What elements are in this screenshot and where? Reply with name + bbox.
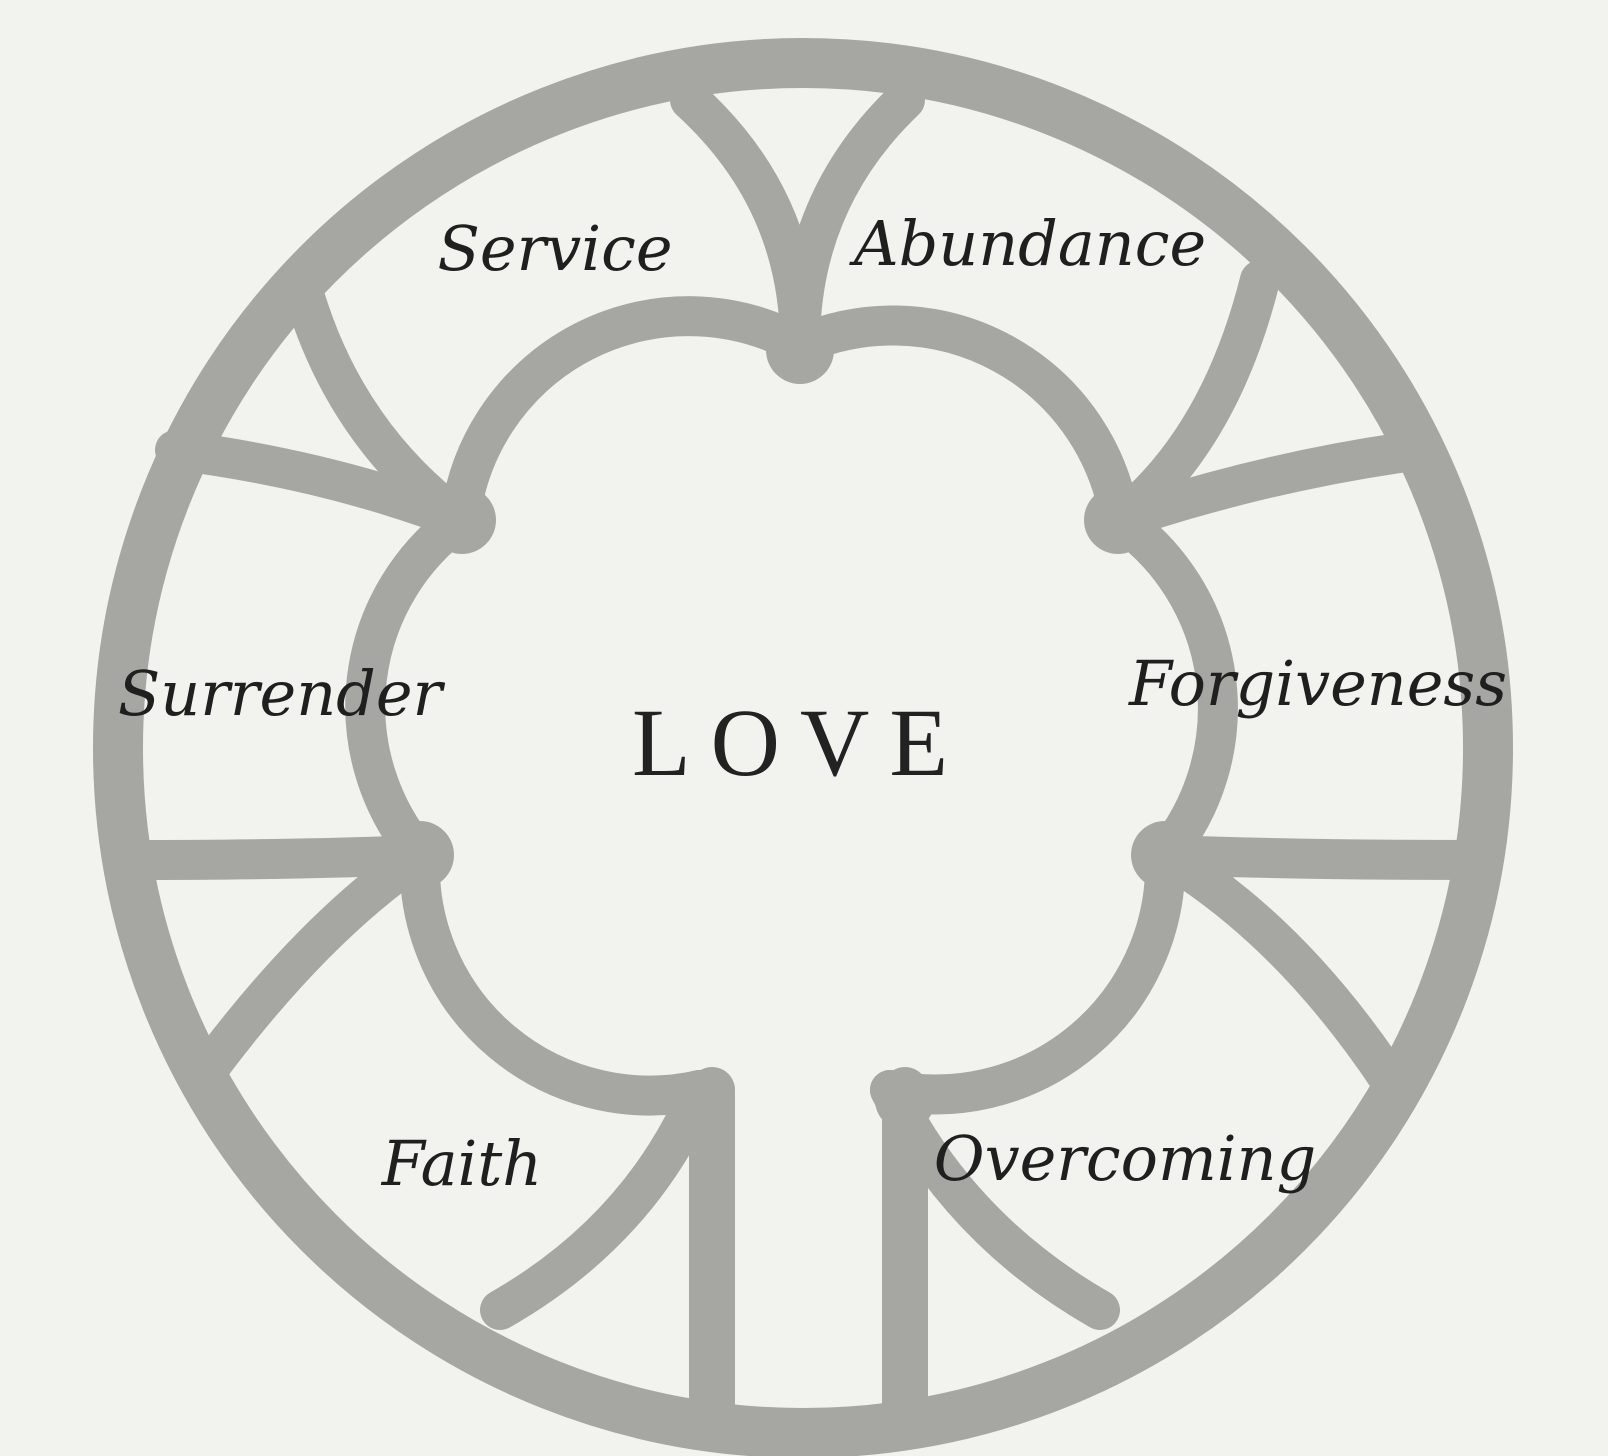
petal-label-forgiveness: Forgiveness <box>1128 647 1507 720</box>
spoke-bottom-left <box>480 1070 720 1330</box>
spoke-upper-left <box>155 260 480 540</box>
petal-label-overcoming: Overcoming <box>934 1122 1316 1195</box>
outer-ring <box>93 38 1513 1456</box>
cusp-knob-bottom-right <box>875 1070 935 1130</box>
petal-label-abundance: Abundance <box>849 207 1206 280</box>
petal-label-service: Service <box>437 212 672 285</box>
spoke-lower-right <box>1145 835 1490 1100</box>
cusp-knob-upper-right <box>1084 486 1152 554</box>
cusp-knob-lower-right <box>1131 821 1199 889</box>
cusp-knob-upper-left <box>428 486 496 554</box>
petal-label-surrender: Surrender <box>118 657 446 730</box>
cusp-knob-bottom-left <box>670 1070 730 1130</box>
center-label-love: LOVE <box>632 689 968 796</box>
petal-label-faith: Faith <box>381 1127 542 1200</box>
petal-outline <box>345 296 1238 1116</box>
spoke-top <box>670 80 925 365</box>
cusp-knob-lower-left <box>386 821 454 889</box>
spoke-upper-right <box>1100 260 1440 540</box>
tracery-window <box>93 38 1513 1456</box>
cusp-knob-top <box>766 316 834 384</box>
